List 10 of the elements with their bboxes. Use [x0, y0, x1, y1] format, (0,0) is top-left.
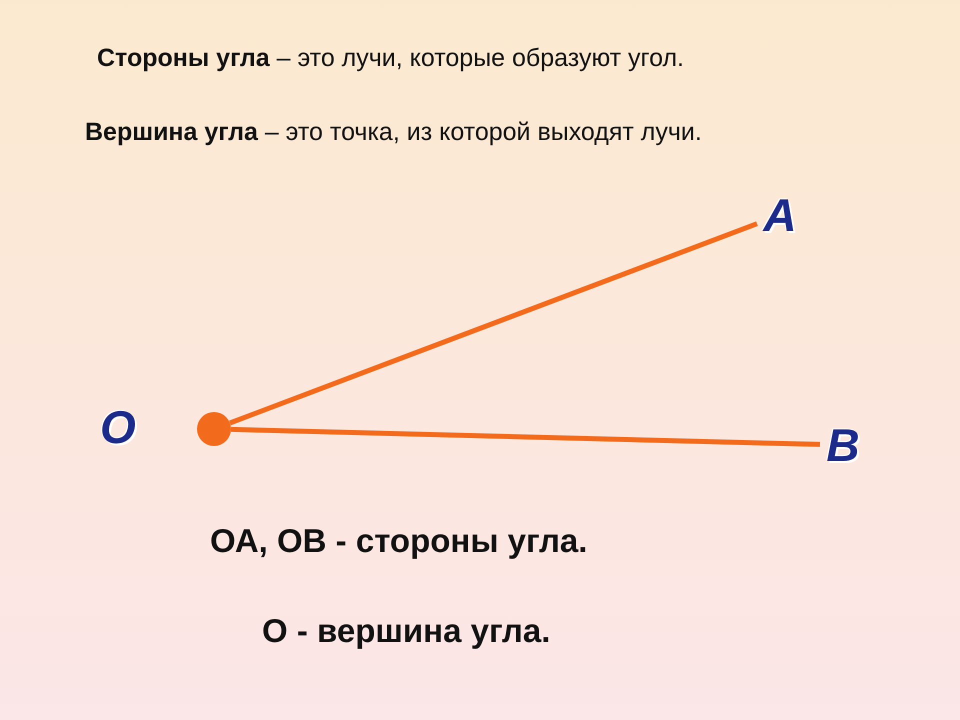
conclusion-text: О - вершина угла. [262, 612, 550, 650]
point-label: O [100, 402, 136, 452]
conclusion-text: ОА, ОВ - стороны угла. [210, 522, 588, 560]
ray-line [230, 426, 820, 447]
ray-line [229, 221, 758, 426]
vertex-point [197, 412, 231, 446]
definition-text: Стороны угла – это лучи, которые образуют угол. [97, 44, 684, 73]
point-label: A [757, 190, 803, 240]
point-label: B [820, 420, 866, 470]
definition-text: Вершина угла – это точка, из которой выходят лучи. [85, 118, 702, 147]
